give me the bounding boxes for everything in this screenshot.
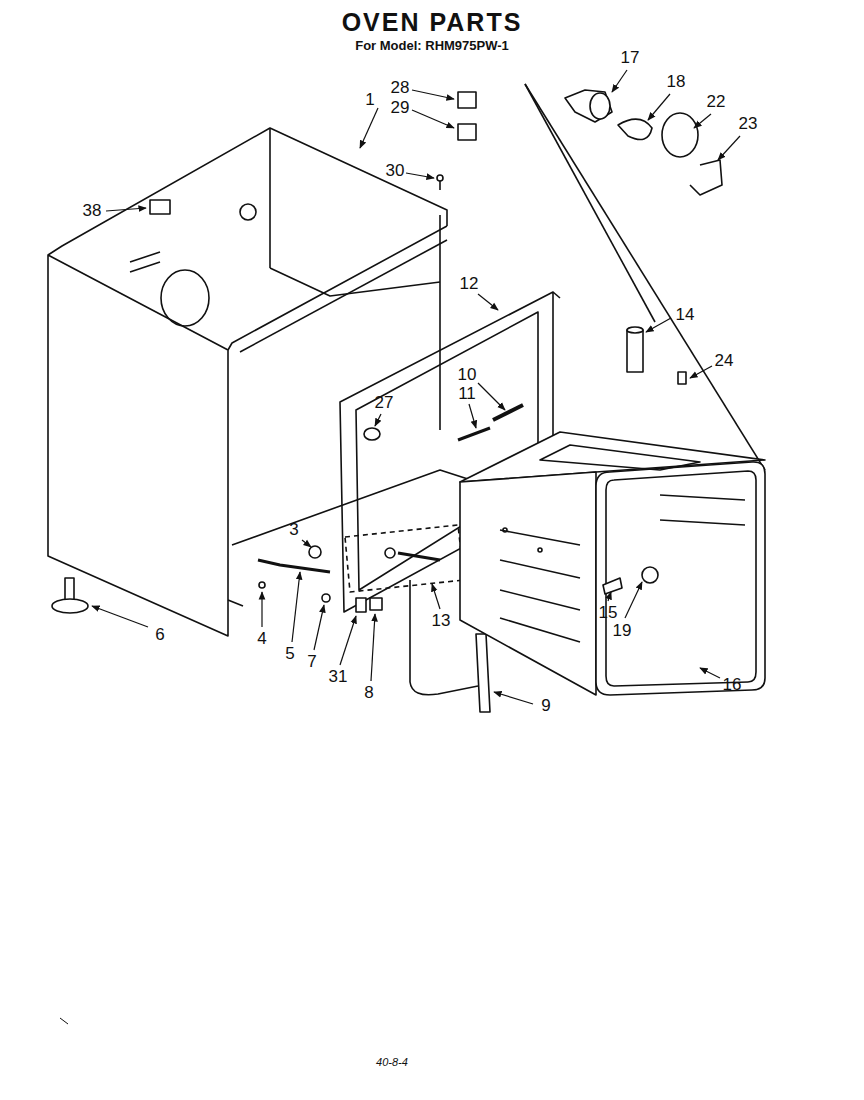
callout-number: 30	[386, 162, 405, 181]
drawing-code: 40-8-4	[376, 1056, 408, 1068]
callout-number: 22	[707, 93, 726, 112]
leveling-leg	[52, 578, 88, 613]
callout-number: 31	[329, 668, 348, 687]
callout-number: 18	[667, 73, 686, 92]
callout-number: 17	[621, 49, 640, 68]
callout-number: 28	[391, 79, 410, 98]
top-parts	[437, 92, 476, 190]
leader-lines	[92, 70, 740, 704]
callout-number: 5	[285, 645, 294, 664]
callout-number: 10	[458, 366, 477, 385]
callout-number: 8	[364, 684, 373, 703]
diagram-title: OVEN PARTS	[342, 8, 523, 37]
callout-number: 29	[391, 99, 410, 118]
callout-number: 23	[739, 115, 758, 134]
model-subtitle: For Model: RHM975PW-1	[355, 39, 509, 53]
callout-number: 6	[155, 626, 164, 645]
callout-number: 1	[365, 91, 374, 110]
callout-number: 3	[289, 521, 298, 540]
callout-number: 13	[432, 612, 451, 631]
callout-number: 7	[307, 653, 316, 672]
callout-number: 19	[613, 622, 632, 641]
callout-number: 38	[83, 202, 102, 221]
callout-number: 27	[375, 394, 394, 413]
callout-number: 15	[599, 604, 618, 623]
stray-mark	[60, 1018, 68, 1024]
callout-number: 24	[715, 352, 734, 371]
callout-number: 14	[676, 306, 695, 325]
callout-number: 4	[257, 630, 266, 649]
oven-cavity	[460, 327, 765, 695]
callout-number: 16	[723, 676, 742, 695]
light-assembly	[525, 84, 765, 470]
callout-number: 11	[458, 385, 476, 404]
callout-number: 12	[460, 275, 479, 294]
callout-number: 9	[541, 697, 550, 716]
